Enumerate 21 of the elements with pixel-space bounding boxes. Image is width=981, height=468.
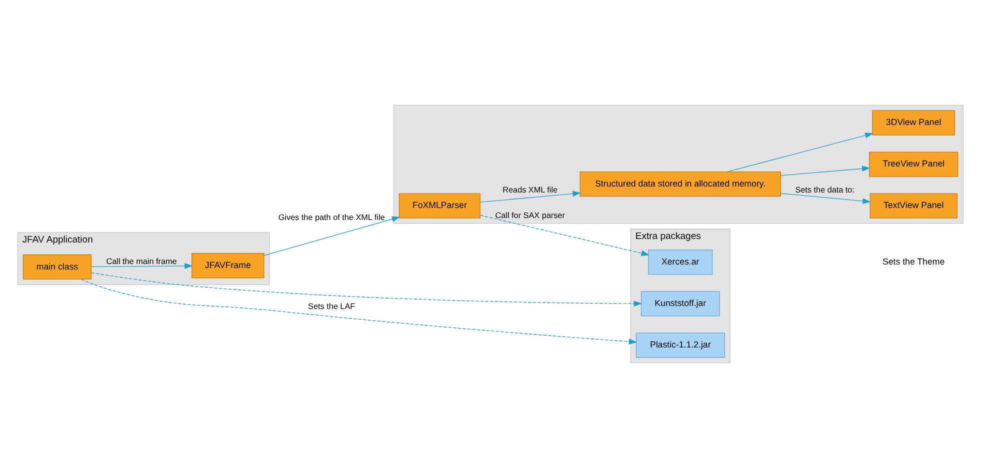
node-box: FoXMLParser xyxy=(398,193,480,218)
node-box: Structured data stored in allocated memory. xyxy=(580,171,781,197)
cluster xyxy=(393,104,964,224)
arrow xyxy=(91,263,193,269)
node-box: Plastic-1.1.2.jar xyxy=(636,332,725,358)
arrow xyxy=(480,214,650,256)
node-box: 3DView Panel xyxy=(872,110,956,136)
node-box: Kunststoff.jar xyxy=(640,291,720,316)
node-box: TreeView Panel xyxy=(869,152,958,177)
node-box: JFAVFrame xyxy=(192,253,264,278)
node-box: Xerces.ar xyxy=(648,250,713,275)
arrow xyxy=(780,193,871,204)
arrow xyxy=(91,272,642,306)
arrow xyxy=(780,166,870,176)
node-box: TextView Panel xyxy=(870,193,958,218)
node-box: main class xyxy=(22,254,92,280)
arrow xyxy=(480,190,581,202)
arrow xyxy=(264,216,400,256)
label: Sets the Theme xyxy=(882,256,945,267)
arrow xyxy=(727,132,874,172)
arrow xyxy=(81,278,638,344)
